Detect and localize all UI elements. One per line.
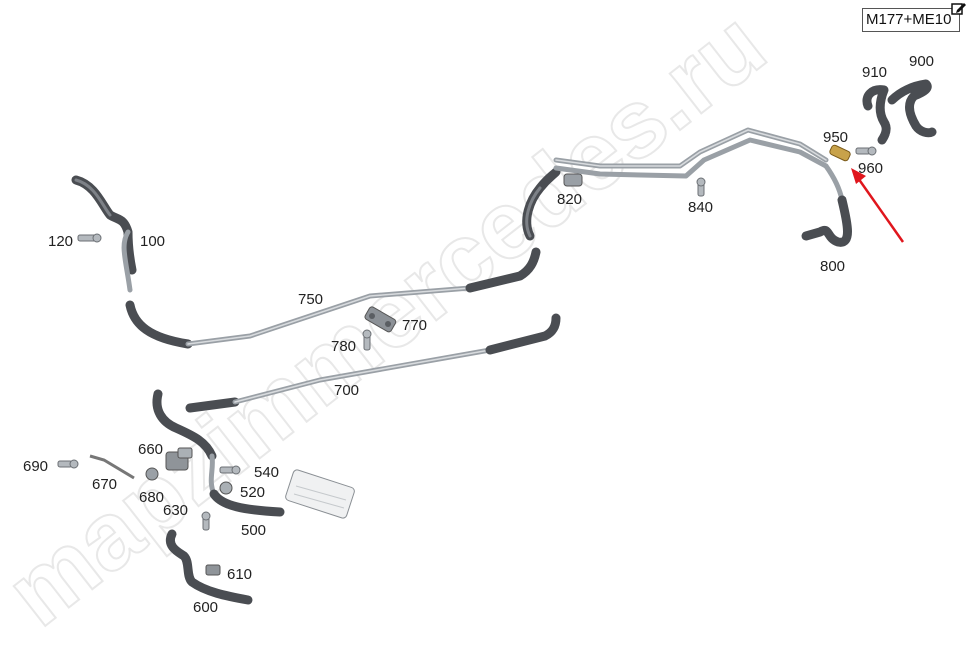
bolt-630[interactable] <box>201 511 211 531</box>
label-120[interactable]: 120 <box>48 233 73 250</box>
label-750[interactable]: 750 <box>298 291 323 308</box>
edit-pencil-icon[interactable] <box>951 0 967 16</box>
label-680[interactable]: 680 <box>139 489 164 506</box>
label-960[interactable]: 960 <box>858 160 883 177</box>
label-630[interactable]: 630 <box>163 502 188 519</box>
grommet-680[interactable] <box>145 467 159 481</box>
pipe-bundle-840[interactable] <box>553 127 829 179</box>
red-arrow-icon <box>851 168 905 243</box>
model-tag: M177+ME10 <box>862 8 960 32</box>
label-500[interactable]: 500 <box>241 522 266 539</box>
label-770[interactable]: 770 <box>402 317 427 334</box>
bolt-120[interactable] <box>77 233 102 243</box>
hose-910[interactable] <box>862 85 891 145</box>
bolt-540[interactable] <box>219 465 241 475</box>
part-950-fitting[interactable] <box>829 144 851 162</box>
grommet-520[interactable] <box>219 481 233 495</box>
label-660[interactable]: 660 <box>138 441 163 458</box>
hose-600[interactable] <box>166 529 253 605</box>
label-910[interactable]: 910 <box>862 64 887 81</box>
bolt-690[interactable] <box>57 459 79 469</box>
label-900[interactable]: 900 <box>909 53 934 70</box>
label-800[interactable]: 800 <box>820 258 845 275</box>
hose-800[interactable] <box>801 163 852 247</box>
label-820[interactable]: 820 <box>557 191 582 208</box>
hose-900[interactable] <box>887 79 937 138</box>
label-540[interactable]: 540 <box>254 464 279 481</box>
label-100[interactable]: 100 <box>140 233 165 250</box>
valve-660[interactable] <box>165 447 193 471</box>
label-600[interactable]: 600 <box>193 599 218 616</box>
clip-770[interactable] <box>364 306 397 333</box>
label-840[interactable]: 840 <box>688 199 713 216</box>
bracket-670[interactable] <box>89 454 135 480</box>
pipe-700[interactable] <box>185 313 561 413</box>
label-780[interactable]: 780 <box>331 338 356 355</box>
hose-100[interactable] <box>71 175 193 349</box>
label-690[interactable]: 690 <box>23 458 48 475</box>
cooler-block[interactable] <box>285 469 356 519</box>
bolt-960[interactable] <box>855 146 877 156</box>
label-610[interactable]: 610 <box>227 566 252 583</box>
hose-660-group[interactable] <box>152 389 285 517</box>
label-950[interactable]: 950 <box>823 129 848 146</box>
pipe-750[interactable] <box>185 247 541 347</box>
label-520[interactable]: 520 <box>240 484 265 501</box>
label-700[interactable]: 700 <box>334 382 359 399</box>
bolt-840[interactable] <box>696 177 706 197</box>
clip-610[interactable] <box>205 564 221 576</box>
label-670[interactable]: 670 <box>92 476 117 493</box>
bolt-780[interactable] <box>362 329 372 351</box>
clip-820[interactable] <box>563 173 583 187</box>
hose-820[interactable] <box>522 167 561 241</box>
